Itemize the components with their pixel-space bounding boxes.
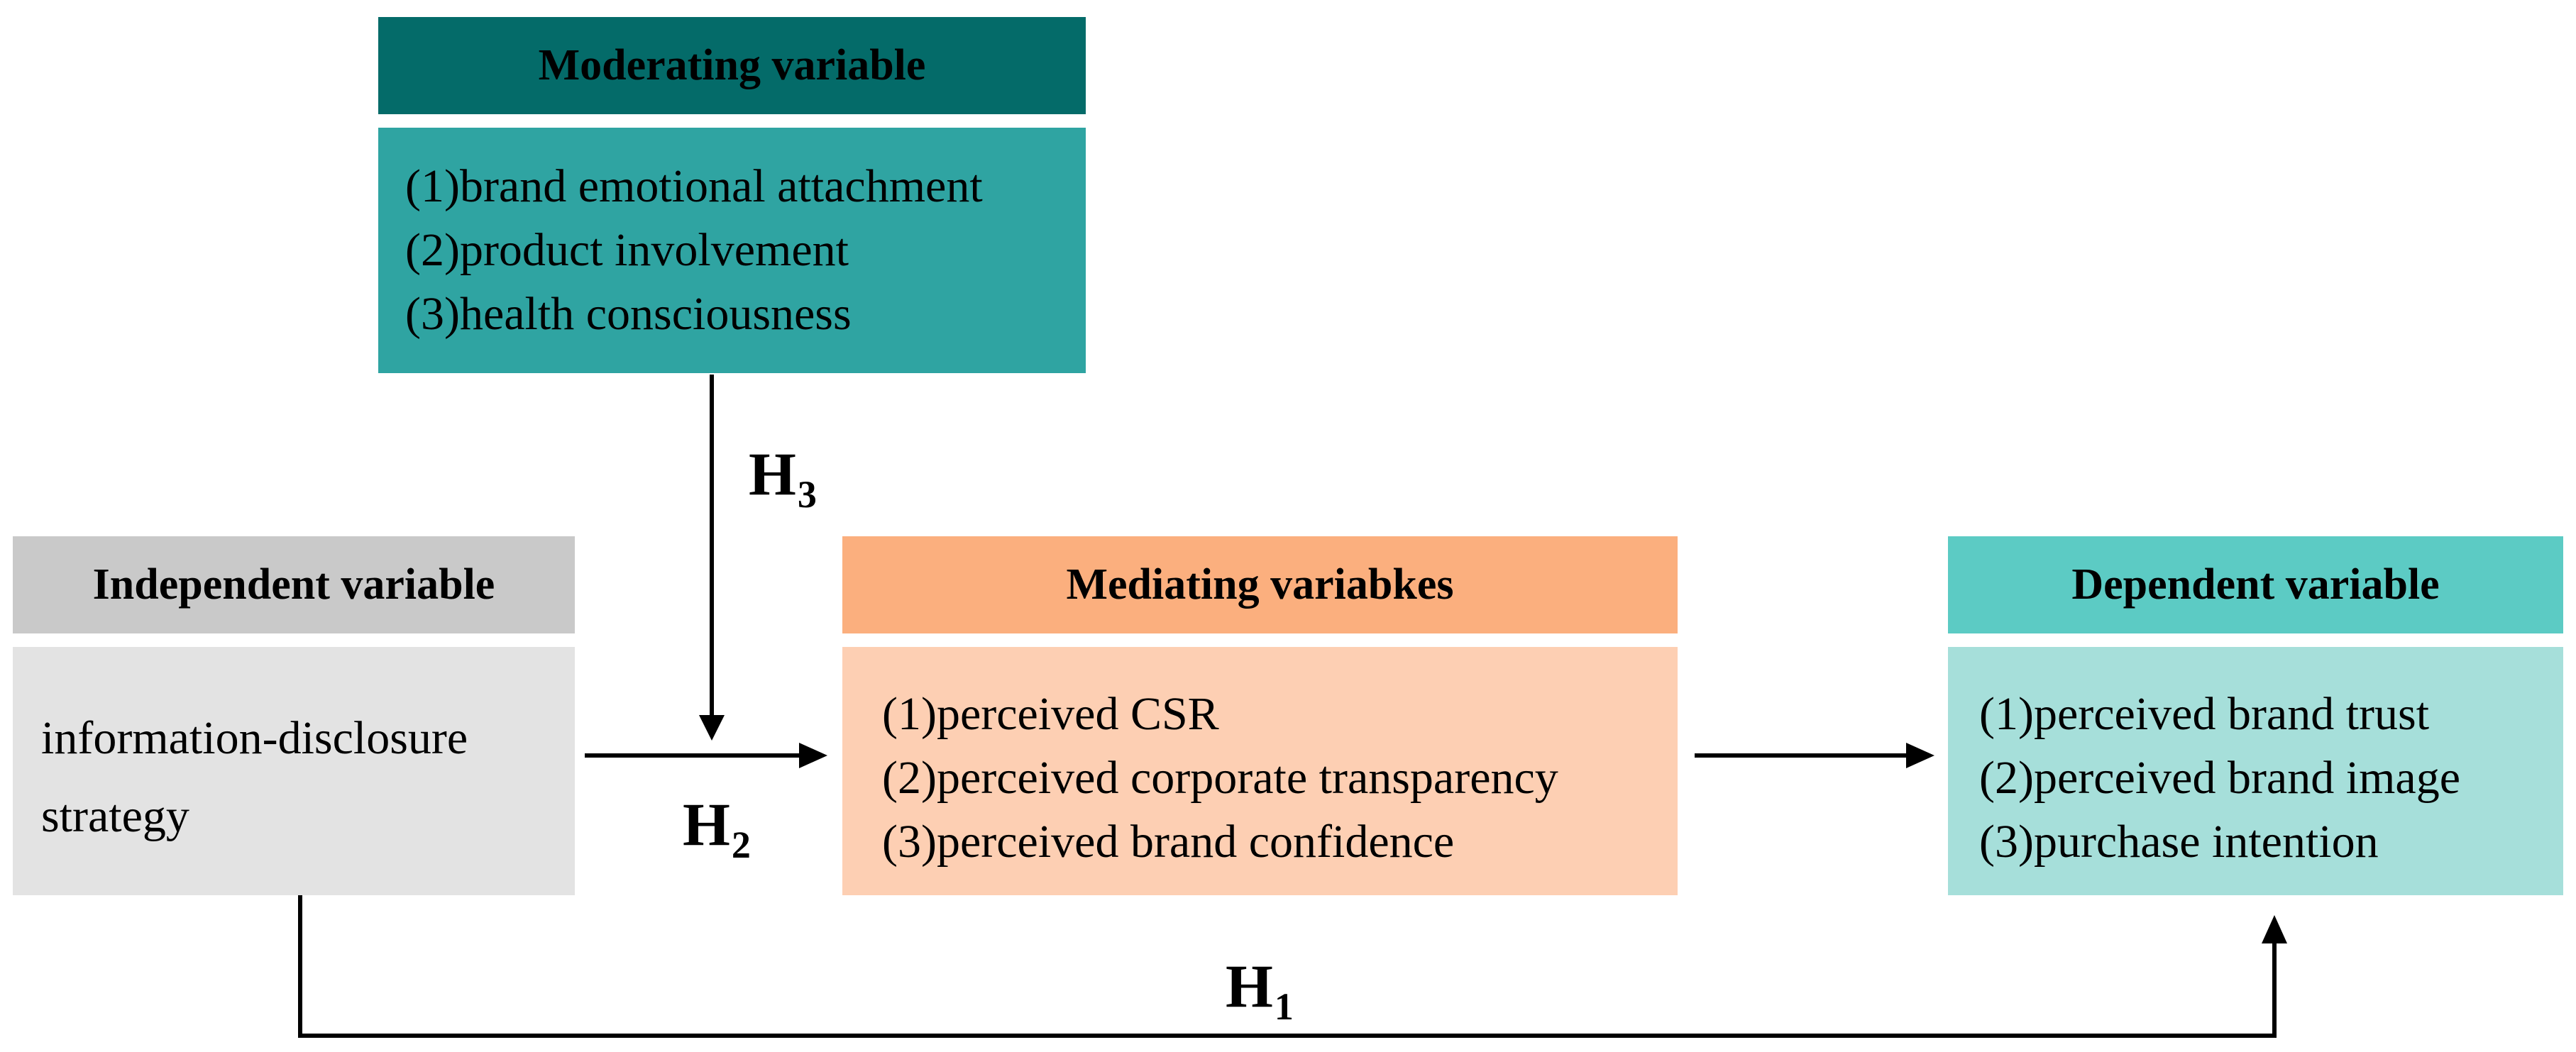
- moderating-item: (1)brand emotional attachment: [405, 160, 983, 212]
- mediating-item: (3)perceived brand confidence: [882, 816, 1455, 868]
- dependent-item: (1)perceived brand trust: [1979, 688, 2430, 740]
- moderating-item: (3)health consciousness: [405, 288, 852, 340]
- moderating-variable-title: Moderating variable: [538, 41, 926, 89]
- h2-arrowhead: [799, 743, 827, 768]
- moderating-variable-header: Moderating variable: [378, 17, 1086, 114]
- h2-label: H2: [683, 789, 751, 867]
- h3-label: H3: [749, 438, 817, 516]
- h1-letter: H: [1226, 952, 1273, 1020]
- dependent-item: (3)purchase intention: [1979, 816, 2379, 868]
- mediating-variables-title: Mediating variabkes: [1066, 560, 1454, 609]
- h1-subscript: 1: [1274, 985, 1294, 1028]
- independent-item-line: information-disclosure: [41, 712, 468, 764]
- independent-variable-header: Independent variable: [13, 536, 575, 633]
- independent-item-line: strategy: [41, 790, 189, 842]
- dependent-item: (2)perceived brand image: [1979, 752, 2460, 804]
- mediating-variables-header: Mediating variabkes: [842, 536, 1678, 633]
- mediating-variables-box: (1)perceived CSR (2)perceived corporate …: [842, 647, 1678, 895]
- h2-subscript: 2: [731, 824, 751, 866]
- h1-arrowhead: [2262, 915, 2287, 943]
- h3-subscript: 3: [797, 473, 817, 516]
- mediating-item: (2)perceived corporate transparency: [882, 752, 1558, 804]
- dependent-variable-box: (1)perceived brand trust (2)perceived br…: [1948, 647, 2563, 895]
- h1-label: H1: [1226, 951, 1294, 1029]
- dependent-variable-header: Dependent variable: [1948, 536, 2563, 633]
- h2-letter: H: [683, 790, 730, 858]
- h3-arrowhead: [699, 715, 725, 741]
- dependent-variable-title: Dependent variable: [2071, 560, 2440, 609]
- moderating-variable-box: (1)brand emotional attachment (2)product…: [378, 128, 1086, 373]
- h3-letter: H: [749, 440, 796, 508]
- mediating-item: (1)perceived CSR: [882, 688, 1219, 740]
- h1-arrow-path: [298, 895, 2277, 1038]
- independent-variable-box: information-disclosure strategy: [13, 647, 575, 895]
- moderating-item: (2)product involvement: [405, 224, 849, 276]
- independent-variable-title: Independent variable: [92, 560, 495, 609]
- mediating-to-dependent-arrowhead: [1906, 743, 1934, 768]
